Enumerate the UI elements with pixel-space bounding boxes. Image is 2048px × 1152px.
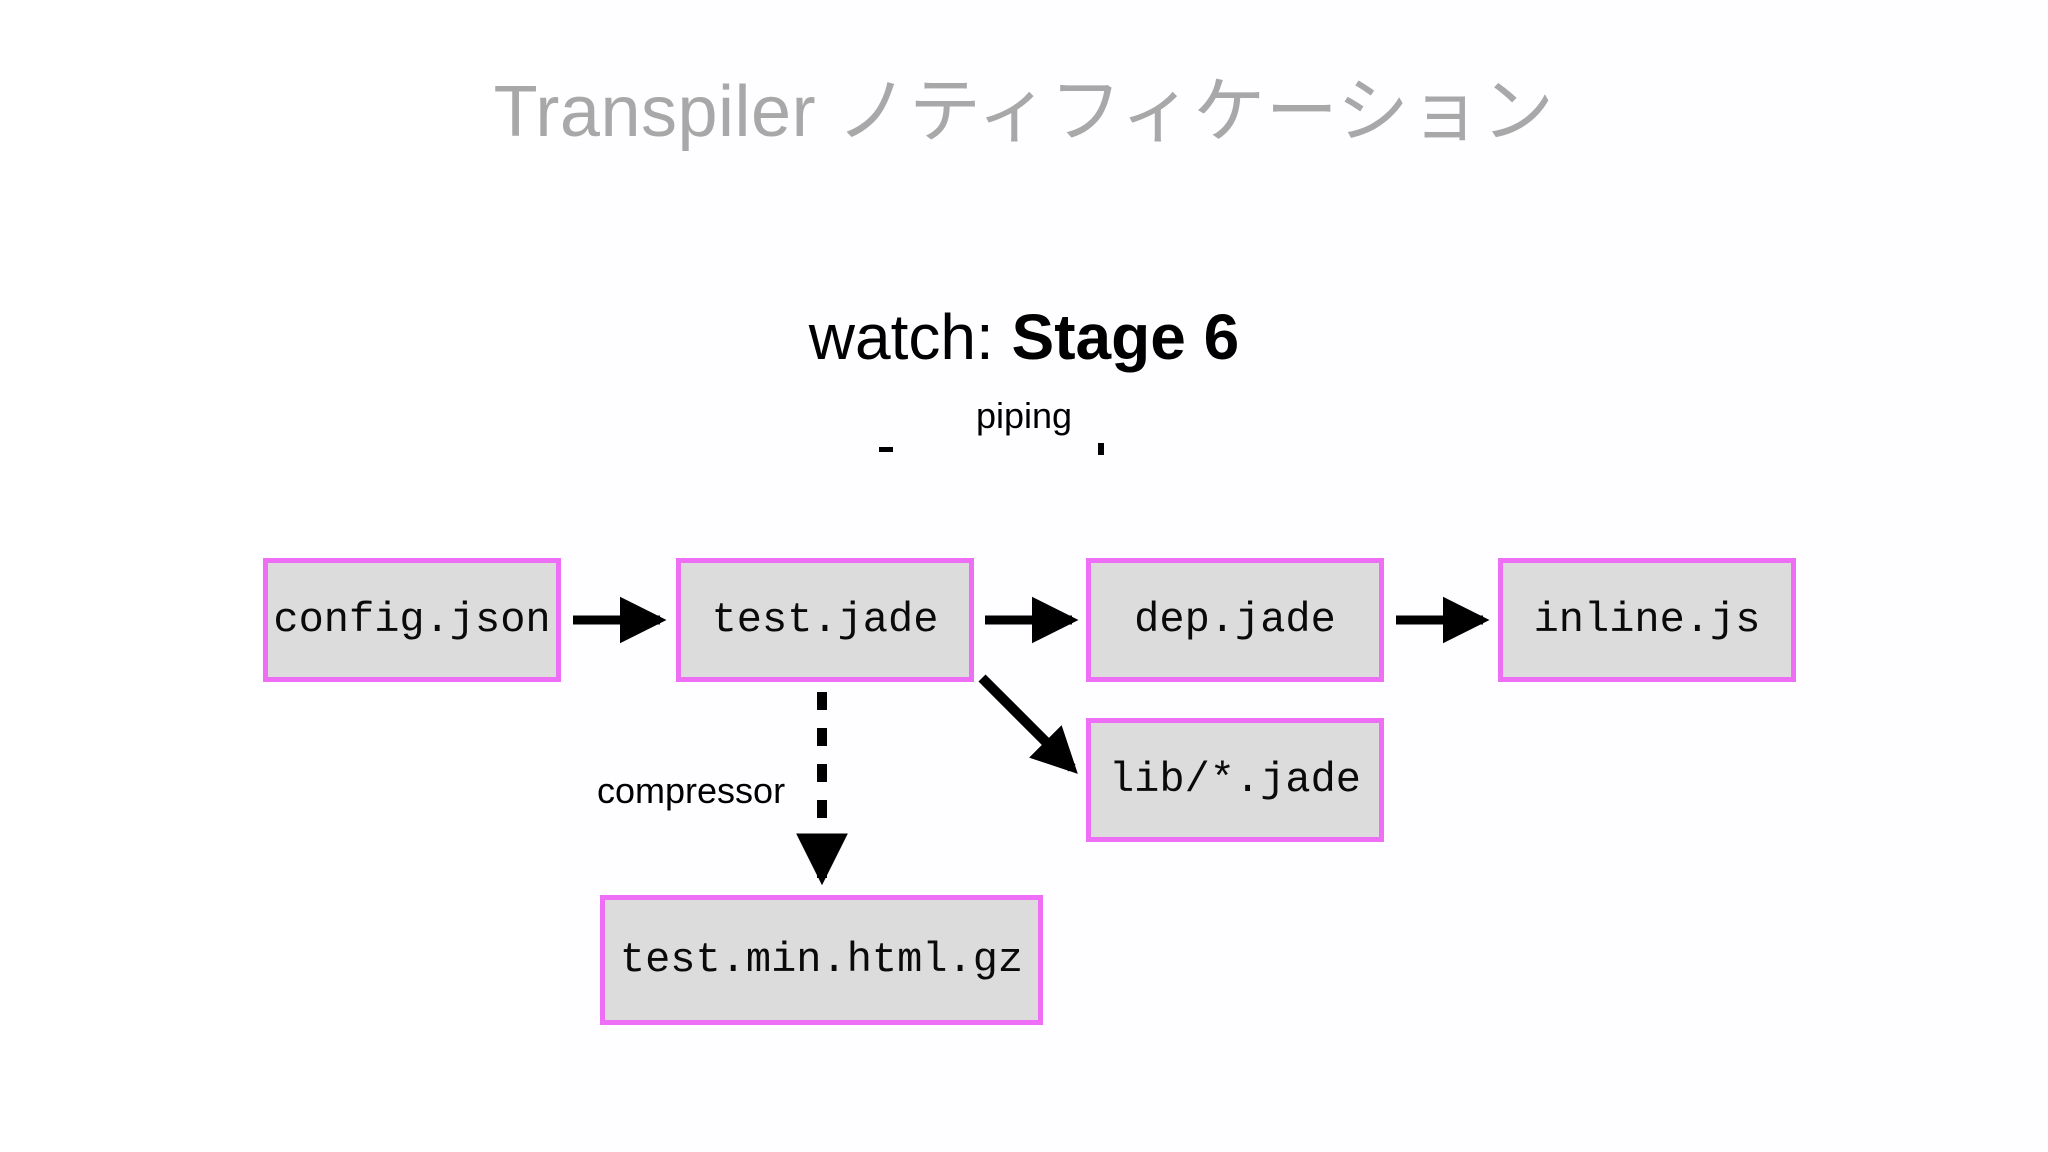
node-inline-js[interactable]: inline.js [1498, 558, 1796, 682]
stage-heading-label: watch: [808, 301, 1012, 373]
node-lib-jade-glob[interactable]: lib/*.jade [1086, 718, 1384, 842]
node-test-jade[interactable]: test.jade [676, 558, 974, 682]
node-dep-jade[interactable]: dep.jade [1086, 558, 1384, 682]
piping-label: piping [975, 395, 1073, 436]
node-label: test.min.html.gz [619, 936, 1024, 984]
page-title: Transpiler ノティフィケーション [493, 72, 1555, 152]
node-test-min-html-gz[interactable]: test.min.html.gz [600, 895, 1043, 1025]
clipped-mark-left-icon [879, 447, 893, 452]
node-config-json[interactable]: config.json [263, 558, 561, 682]
node-label: dep.jade [1134, 596, 1336, 644]
node-label: lib/*.jade [1108, 756, 1362, 804]
node-label: test.jade [711, 596, 939, 644]
stage-heading-value: Stage 6 [1011, 301, 1240, 373]
edge-label-compressor: compressor [597, 770, 786, 811]
node-label: inline.js [1533, 596, 1761, 644]
node-label: config.json [273, 596, 551, 644]
stage-heading: watch: Stage 6 [0, 305, 2048, 369]
clipped-mark-right-icon [1098, 443, 1104, 455]
